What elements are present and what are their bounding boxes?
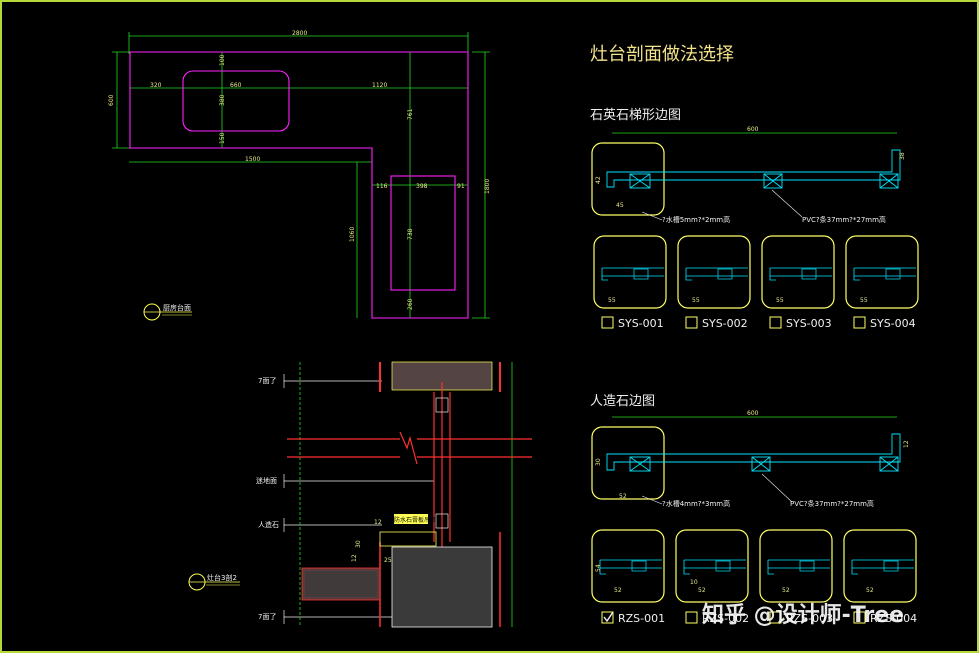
quartz-option-sys-003[interactable]: SYS-003	[769, 316, 832, 330]
svg-text:SYS-004: SYS-004	[870, 317, 916, 330]
dim-1120: 1120	[372, 82, 387, 89]
dim-398: 398	[416, 183, 428, 190]
svg-text:52: 52	[782, 587, 790, 594]
quartz-option-sys-004[interactable]: SYS-004	[853, 316, 916, 330]
dim-761: 761	[407, 108, 414, 120]
dim-260: 260	[407, 298, 414, 310]
dim-1500: 1500	[245, 156, 260, 163]
svg-text:SYS-001: SYS-001	[618, 317, 664, 330]
artificial-note-left: ?水槽4mm?*3mm高	[662, 499, 730, 508]
dim-320: 320	[150, 82, 162, 89]
artificial-heading: 人造石边图	[590, 394, 655, 409]
svg-text:38: 38	[899, 152, 906, 160]
label-surface-top: 7面了	[258, 377, 276, 385]
svg-text:12: 12	[351, 554, 358, 562]
dim-738: 738	[407, 228, 414, 240]
label-floor: 迷地面	[256, 476, 277, 485]
label-artificial-stone: 人造石	[258, 520, 279, 529]
plan-caption: 厨房台面	[143, 303, 192, 321]
stove-section-detail: 7面了 迷地面 人造石 7面了	[188, 361, 532, 628]
svg-text:25: 25	[384, 557, 392, 564]
svg-text:42: 42	[595, 176, 602, 184]
artificial-detail-bubble	[591, 426, 665, 500]
svg-text:55: 55	[692, 297, 700, 304]
svg-text:52: 52	[619, 493, 627, 500]
quartz-option-sys-001[interactable]: SYS-001	[601, 316, 664, 330]
svg-text:12: 12	[374, 519, 382, 526]
svg-text:SYS-003: SYS-003	[786, 317, 832, 330]
artificial-option-rzs-003[interactable]: RZS-003	[769, 611, 833, 625]
svg-text:灶台3剖2: 灶台3剖2	[207, 573, 237, 582]
dim-100: 100	[219, 54, 226, 66]
svg-text:55: 55	[776, 297, 784, 304]
artificial-thumbnails: 52 54 52 10 52 52	[591, 529, 917, 603]
quartz-note-right: PVC?条37mm?*27mm高	[802, 215, 886, 224]
svg-text:RZS-003: RZS-003	[786, 612, 833, 625]
svg-text:55: 55	[860, 297, 868, 304]
dim-overall-width: 2800	[292, 30, 307, 37]
svg-text:45: 45	[616, 202, 624, 209]
svg-text:RZS-002: RZS-002	[702, 612, 749, 625]
artificial-option-rzs-002[interactable]: RZS-002	[685, 611, 749, 625]
svg-text:厨房台面: 厨房台面	[163, 303, 191, 312]
dim-91: 91	[457, 183, 465, 190]
dim-150: 150	[219, 132, 226, 144]
watermark: 知乎 @设计师-Tree	[702, 602, 904, 628]
svg-text:600: 600	[747, 410, 759, 417]
label-surface-bottom: 7面了	[258, 613, 276, 621]
countertop-plan: 2800 600 320 660 1120 100 380 150 1500 1…	[108, 30, 491, 321]
dim-left-depth: 600	[108, 94, 115, 106]
quartz-option-sys-002[interactable]: SYS-002	[685, 316, 748, 330]
artificial-option-rzs-001[interactable]: RZS-001	[601, 611, 665, 625]
svg-text:54: 54	[595, 564, 602, 572]
svg-text:30: 30	[595, 458, 602, 466]
label-gypsum-tag: 防水石膏板吊顶	[394, 516, 436, 524]
svg-text:SYS-002: SYS-002	[702, 317, 748, 330]
artificial-option-rzs-004[interactable]: RZS-004	[853, 611, 917, 625]
dim-380: 380	[219, 94, 226, 106]
panel-title: 灶台剖面做法选择	[590, 44, 734, 65]
dim-1060: 1060	[349, 227, 356, 242]
svg-text:52: 52	[614, 587, 622, 594]
svg-text:12: 12	[903, 440, 910, 448]
edge-profile-panel: 灶台剖面做法选择 石英石梯形边图 600 ?水槽5mm?*2mm高 PVC?条3…	[590, 44, 919, 625]
svg-text:55: 55	[608, 297, 616, 304]
checkmark-icon	[603, 611, 614, 623]
svg-text:600: 600	[747, 126, 759, 133]
svg-text:RZS-001: RZS-001	[618, 612, 665, 625]
svg-text:10: 10	[690, 579, 698, 586]
dim-1800: 1800	[484, 179, 491, 194]
svg-text:52: 52	[698, 587, 706, 594]
dim-660: 660	[230, 82, 242, 89]
quartz-heading: 石英石梯形边图	[590, 108, 681, 123]
svg-text:52: 52	[866, 587, 874, 594]
quartz-detail-bubble	[591, 142, 665, 216]
artificial-note-right: PVC?条37mm?*27mm高	[790, 499, 874, 508]
svg-text:30: 30	[355, 540, 362, 548]
svg-text:RZS-004: RZS-004	[870, 612, 917, 625]
section-caption: 灶台3剖2	[188, 573, 240, 591]
quartz-thumbnails: 55 55 55 55	[593, 235, 919, 309]
quartz-note-left: ?水槽5mm?*2mm高	[662, 215, 730, 224]
dim-116: 116	[376, 183, 388, 190]
